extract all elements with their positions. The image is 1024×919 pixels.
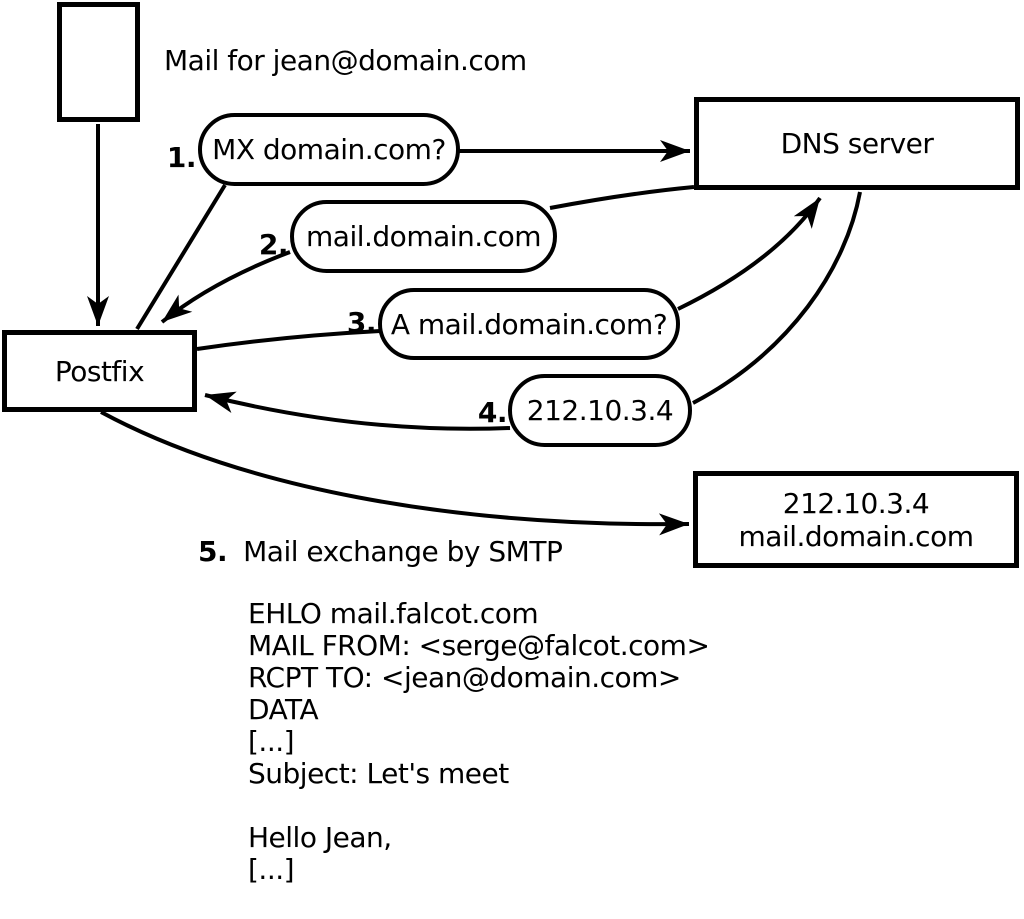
- mail-server-ip: 212.10.3.4: [782, 486, 930, 520]
- line-postfix-to-query1: [135, 183, 227, 331]
- mail-server-node: 212.10.3.4 mail.domain.com: [693, 471, 1019, 568]
- line-dns-to-reply4: [692, 191, 862, 405]
- step-5-caption: 5. Mail exchange by SMTP: [198, 535, 563, 568]
- arrow-postfix-to-mailserver: [100, 410, 690, 536]
- line-dns-to-reply2: [549, 185, 695, 210]
- arrow-reply4-to-postfix: [204, 391, 511, 431]
- step-1-number: 1.: [166, 141, 197, 174]
- mail-message-icon: [57, 2, 140, 122]
- arrow-query3-to-dns: [677, 196, 822, 311]
- mail-server-hostname: mail.domain.com: [738, 519, 974, 553]
- step-2-number: 2.: [258, 228, 289, 261]
- diagram-title: Mail for jean@domain.com: [164, 44, 527, 77]
- bubble-mx-reply: mail.domain.com: [290, 200, 557, 273]
- bubble-mx-query: MX domain.com?: [198, 113, 460, 186]
- step-3-number: 3.: [346, 306, 377, 339]
- postfix-node: Postfix: [2, 330, 197, 412]
- step-5-number: 5.: [198, 535, 228, 568]
- step-5-label: Mail exchange by SMTP: [243, 535, 563, 568]
- bubble-a-reply: 212.10.3.4: [508, 374, 692, 447]
- line-postfix-to-query3: [196, 329, 381, 351]
- dns-server-node: DNS server: [694, 97, 1020, 190]
- smtp-session-text: EHLO mail.falcot.com MAIL FROM: <serge@f…: [248, 597, 710, 919]
- step-4-number: 4.: [477, 396, 508, 429]
- arrow-reply2-to-postfix: [160, 250, 291, 324]
- bubble-a-query: A mail.domain.com?: [378, 288, 680, 360]
